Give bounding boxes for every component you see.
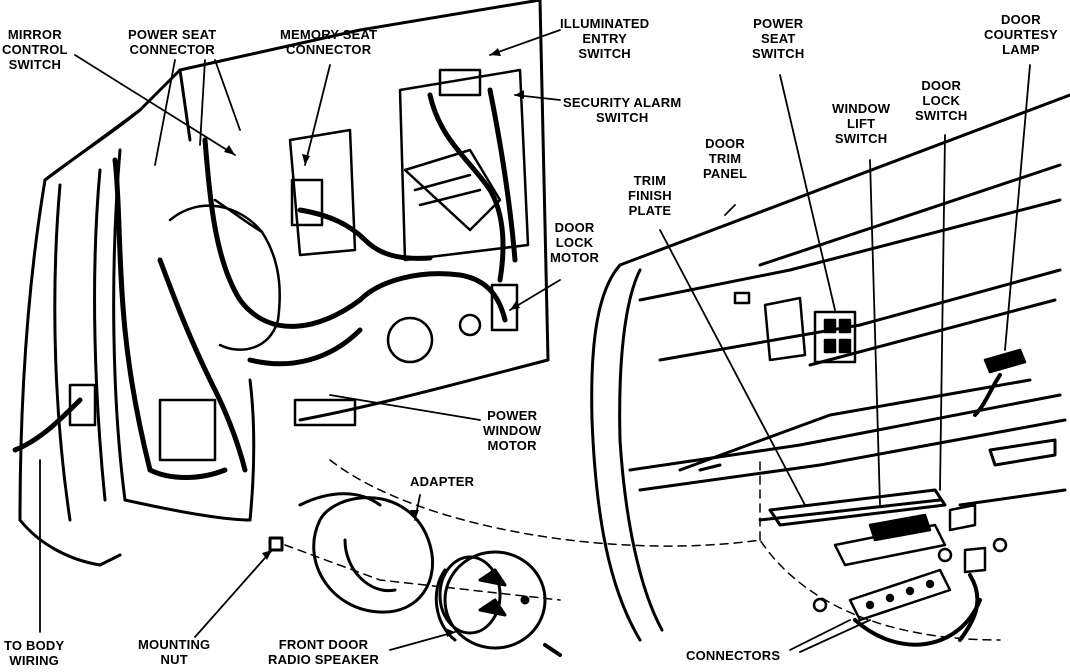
lower-harness-clip <box>158 398 217 462</box>
label-power-seat-switch: POWER SEAT SWITCH <box>752 16 805 61</box>
label-memory-seat-connector: MEMORY SEAT CONNECTOR <box>280 27 378 57</box>
door-access-cavity <box>168 68 530 351</box>
label-mounting-nut: MOUNTING NUT <box>138 637 211 667</box>
leader-arrowheads <box>224 48 524 637</box>
wiring-harness <box>12 87 518 480</box>
label-door-lock-switch: DOOR LOCK SWITCH <box>915 78 968 123</box>
window-motor-bracket <box>293 398 357 427</box>
memory-seat-connector-block <box>290 178 324 227</box>
label-trim-finish-plate: TRIM FINISH PLATE <box>628 173 672 218</box>
label-power-window-motor: POWER WINDOW MOTOR <box>483 408 542 453</box>
label-power-seat-connector: POWER SEAT CONNECTOR <box>128 27 217 57</box>
assembly-dashed-line <box>284 544 561 601</box>
label-mirror-control-switch: MIRROR CONTROL SWITCH <box>2 27 68 72</box>
label-security-alarm-switch: SECURITY ALARM SWITCH <box>563 95 682 125</box>
switch-connectors-shape <box>812 503 1008 647</box>
leader-lines <box>39 29 1031 653</box>
label-adapter: ADAPTER <box>410 474 475 489</box>
power-seat-switch-shape <box>733 291 857 364</box>
regulator-hub <box>458 313 482 337</box>
illuminated-entry-switch-body <box>438 68 482 97</box>
label-to-body-wiring: TO BODY WIRING <box>4 638 65 668</box>
speaker-adapter <box>268 492 435 614</box>
label-window-lift-switch: WINDOW LIFT SWITCH <box>832 101 891 146</box>
door-courtesy-lamp-shape <box>973 348 1027 417</box>
label-door-trim-panel: DOOR TRIM PANEL <box>703 136 748 181</box>
label-door-courtesy-lamp: DOOR COURTESY LAMP <box>984 12 1058 57</box>
mirror-switch-plug <box>68 383 97 427</box>
window-motor-housing <box>386 316 434 364</box>
label-illuminated-entry-switch: ILLUMINATED ENTRY SWITCH <box>560 16 650 61</box>
mounting-nut-shape <box>268 536 284 552</box>
front-door-speaker <box>434 550 562 657</box>
label-connectors: CONNECTORS <box>686 648 781 663</box>
door-trim-panel-outline <box>590 93 1070 642</box>
label-door-lock-motor: DOOR LOCK MOTOR <box>550 220 600 265</box>
label-front-door-radio-speaker: FRONT DOOR RADIO SPEAKER <box>268 637 379 667</box>
